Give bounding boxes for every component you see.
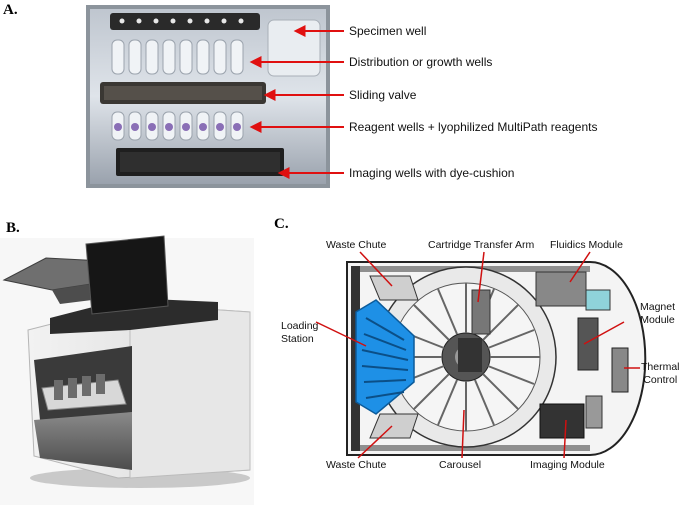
label-imaging-module: Imaging Module: [530, 459, 605, 471]
label-thermal-line-1: Thermal: [641, 361, 680, 373]
label-magnet-line-2: Module: [640, 314, 675, 326]
label-fluidics-module: Fluidics Module: [550, 239, 623, 251]
panel-c-leaders: [315, 251, 640, 459]
label-waste-chute-bottom: Waste Chute: [326, 459, 387, 471]
instrument-schematic: [346, 261, 647, 456]
label-loading-line-1: Loading: [281, 320, 319, 332]
label-loading-line-2: Station: [281, 333, 314, 345]
panel-b-letter: B.: [6, 220, 20, 236]
label-thermal-control: Thermal Control: [641, 361, 680, 387]
label-waste-chute-top: Waste Chute: [326, 239, 387, 251]
label-thermal-line-2: Control: [643, 374, 678, 386]
label-sliding-valve: Sliding valve: [349, 88, 417, 102]
panel-a-arrows: [249, 25, 344, 179]
panel-c-letter: C.: [274, 216, 289, 232]
label-imaging-wells: Imaging wells with dye-cushion: [349, 166, 515, 180]
cartridge-photo: [86, 5, 330, 188]
instrument-photo: [0, 235, 254, 505]
label-carousel: Carousel: [439, 459, 482, 471]
label-distribution-wells: Distribution or growth wells: [349, 55, 493, 69]
label-reagent-wells: Reagent wells + lyophilized MultiPath re…: [349, 120, 598, 134]
label-magnet-line-1: Magnet: [640, 301, 676, 313]
label-cartridge-transfer-arm: Cartridge Transfer Arm: [428, 239, 535, 251]
label-magnet-module: Magnet Module: [640, 301, 675, 327]
panel-a-letter: A.: [3, 2, 18, 18]
label-specimen-well: Specimen well: [349, 24, 427, 38]
label-loading-station: Loading Station: [281, 320, 318, 346]
